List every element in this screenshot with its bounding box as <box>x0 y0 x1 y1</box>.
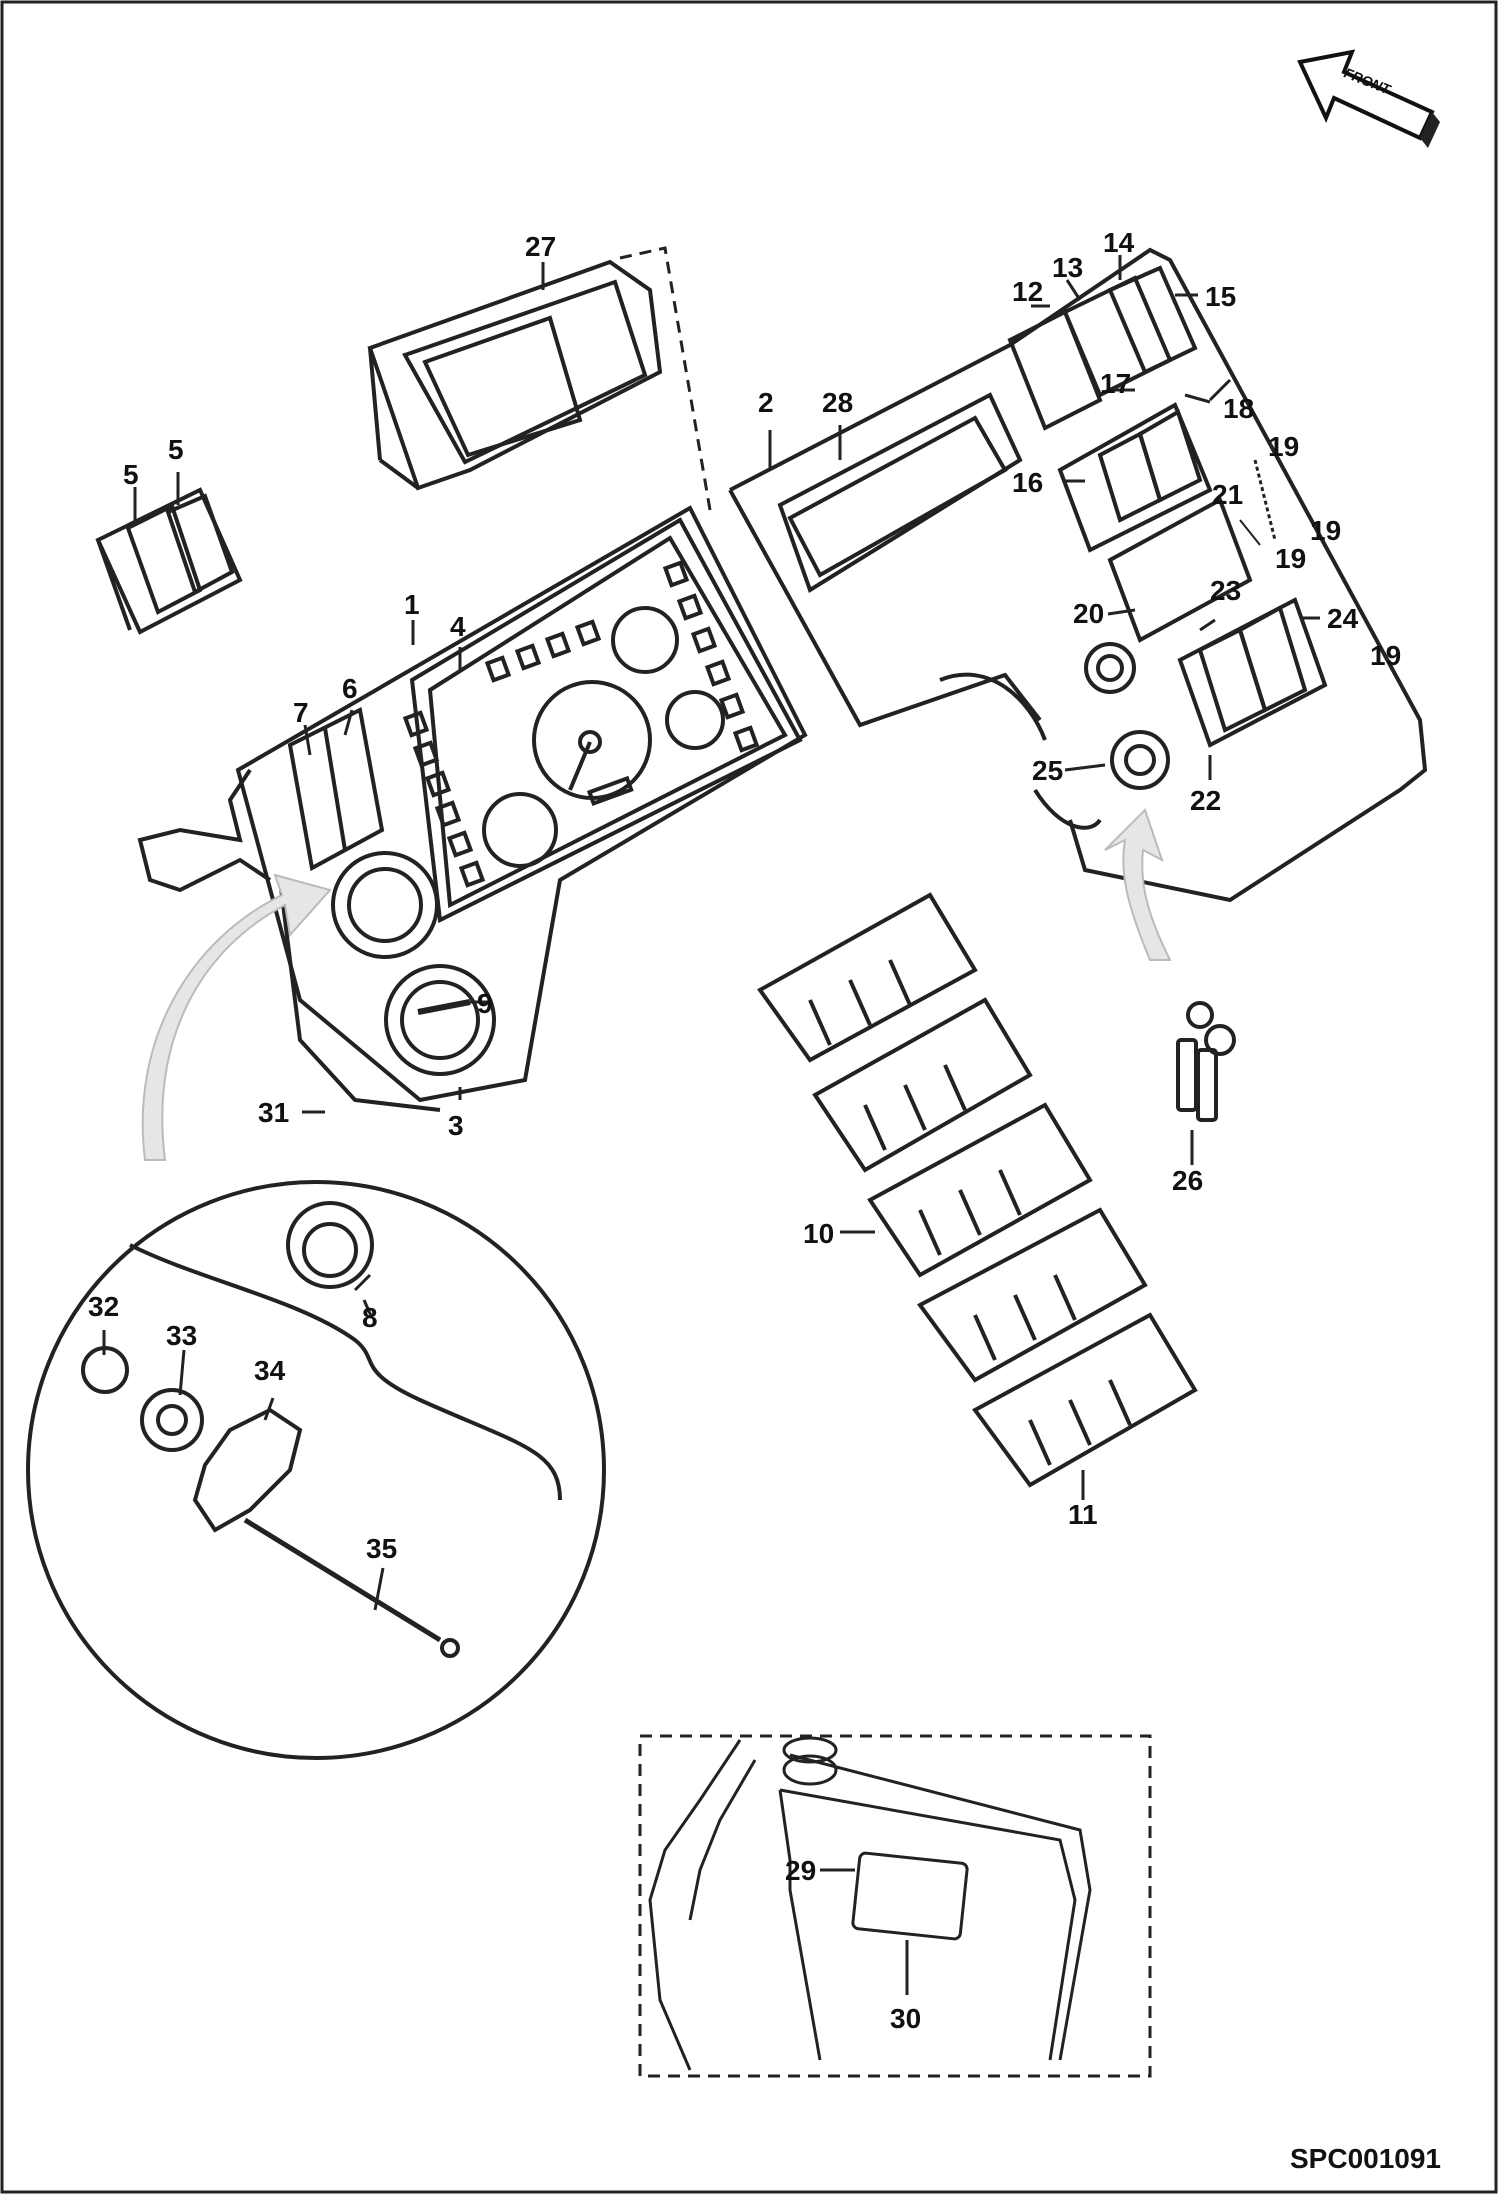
callout-3: 3 <box>448 1110 464 1141</box>
callout-1: 1 <box>404 589 420 620</box>
callout-35: 35 <box>366 1533 397 1564</box>
detail-circle <box>26 1180 606 1760</box>
rotary-knobs-panel <box>331 851 496 1076</box>
callout-16: 16 <box>1012 467 1043 498</box>
switch-blanks-10-11 <box>757 892 1198 1488</box>
key-switch-25 <box>939 642 1170 830</box>
front-arrow: FRONT <box>1297 49 1440 148</box>
callout-17: 17 <box>1100 368 1131 399</box>
callout-6: 6 <box>342 673 358 704</box>
callout-14: 14 <box>1103 227 1135 258</box>
callout-19c: 19 <box>1275 543 1306 574</box>
callout-7: 7 <box>293 697 309 728</box>
callout-10: 10 <box>803 1218 834 1249</box>
callout-23: 23 <box>1210 575 1241 606</box>
callout-21: 21 <box>1212 479 1243 510</box>
callout-30: 30 <box>890 2003 921 2034</box>
callout-31: 31 <box>258 1097 289 1128</box>
callout-labels: 27 5 5 1 4 6 7 8 9 3 31 10 11 12 13 14 1… <box>88 227 1401 2034</box>
callout-19b: 19 <box>1310 515 1341 546</box>
callout-19d: 19 <box>1370 640 1401 671</box>
callout-29: 29 <box>785 1855 816 1886</box>
key-arrow <box>1104 808 1172 961</box>
callout-20: 20 <box>1073 598 1104 629</box>
callout-5b: 5 <box>168 434 184 465</box>
switch-pair-5 <box>95 487 243 635</box>
callout-27: 27 <box>525 231 556 262</box>
callout-22: 22 <box>1190 785 1221 816</box>
callout-5a: 5 <box>123 459 139 490</box>
switch-bank-right <box>1007 265 1328 748</box>
callout-26: 26 <box>1172 1165 1203 1196</box>
dash-panel-1 <box>235 505 808 1103</box>
callout-18: 18 <box>1223 393 1254 424</box>
callout-2: 2 <box>758 387 774 418</box>
curved-arrow-detail <box>141 873 332 1161</box>
callout-8: 8 <box>362 1302 378 1333</box>
callout-19a: 19 <box>1268 431 1299 462</box>
callout-34: 34 <box>254 1355 286 1386</box>
callout-33: 33 <box>166 1320 197 1351</box>
callout-25: 25 <box>1032 755 1063 786</box>
callout-4: 4 <box>450 611 466 642</box>
drawing-reference: SPC001091 <box>1290 2143 1441 2174</box>
leader-lines <box>102 255 1320 1995</box>
callout-32: 32 <box>88 1291 119 1322</box>
display-cover-27 <box>367 246 712 511</box>
detail-box-29-30 <box>638 1734 1152 2078</box>
callout-13: 13 <box>1052 252 1083 283</box>
callout-12: 12 <box>1012 276 1043 307</box>
callout-15: 15 <box>1205 281 1236 312</box>
callout-24: 24 <box>1327 603 1359 634</box>
switch-pair-7 <box>137 707 441 1112</box>
callout-11: 11 <box>1068 1499 1098 1530</box>
callout-9: 9 <box>477 988 493 1019</box>
callout-28: 28 <box>822 387 853 418</box>
keys-26 <box>1176 1001 1236 1165</box>
